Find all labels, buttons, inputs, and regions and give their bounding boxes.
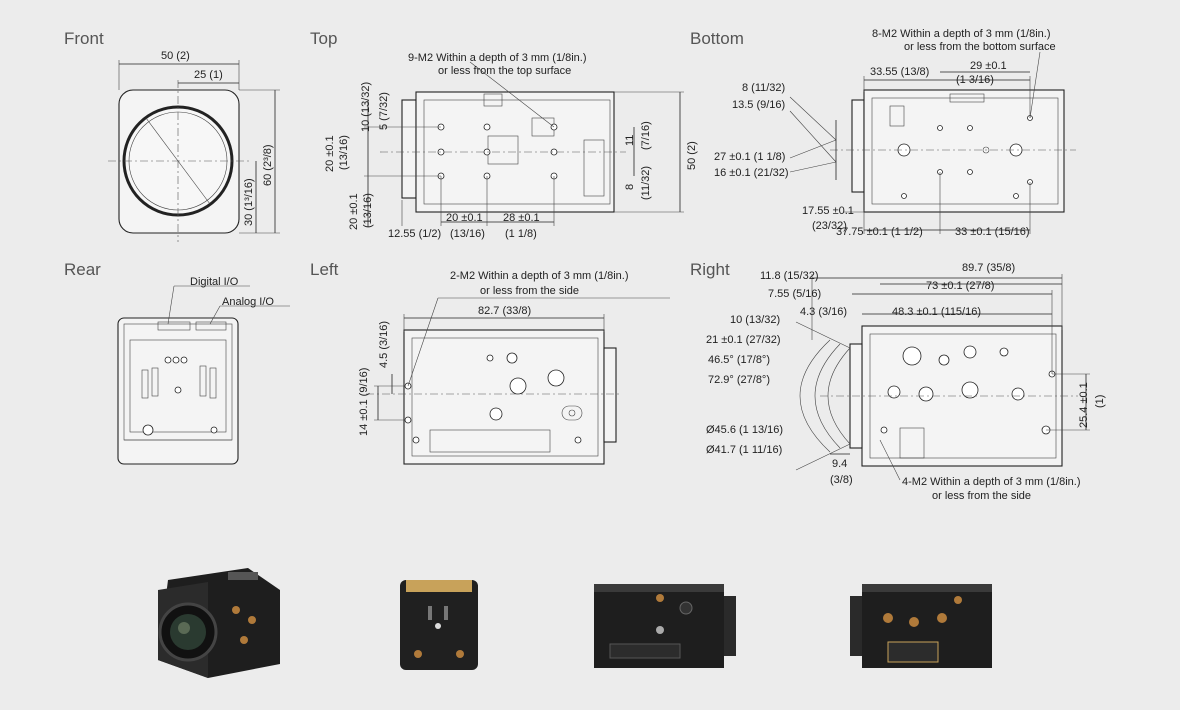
front-view-drawing — [108, 60, 280, 242]
dim-top-5: 5 (7/32) — [378, 92, 390, 130]
right-note-line2: or less from the side — [932, 490, 1032, 502]
dim-right-254: 25.4 ±0.1 — [1078, 382, 1090, 428]
dim-top-10: 10 (13/32) — [360, 81, 372, 132]
dim-front-width: 50 (2) — [161, 50, 190, 62]
right-note-line1: 4-M2 Within a depth of 3 mm (1/8in.) — [902, 476, 1081, 488]
dim-right-94: 9.4 — [832, 458, 848, 470]
bottom-note-line2: or less from the bottom surface — [904, 41, 1056, 53]
dim-top-11: 11 — [624, 134, 636, 146]
left-note-line2: or less from the side — [480, 285, 580, 297]
dim-top-20b-frac: (13/16) — [362, 193, 374, 228]
rear-digital-io-label: Digital I/O — [190, 276, 239, 288]
top-note-line2: or less from the top surface — [438, 65, 572, 77]
view-title-right: Right — [690, 260, 730, 279]
dim-right-94-frac: (3/8) — [830, 474, 853, 486]
dim-top-h20: 20 ±0.1 — [446, 212, 483, 224]
dim-right-755: 7.55 (5/16) — [768, 288, 822, 300]
view-title-rear: Rear — [64, 260, 101, 279]
dim-front-half-height: 30 (1³/16) — [243, 178, 255, 226]
dim-top-20b: 20 ±0.1 — [348, 193, 360, 230]
dim-right-21: 21 ±0.1 (27/32) — [706, 334, 781, 346]
dim-bottom-29-frac: (1 3/16) — [956, 74, 994, 86]
dim-left-45: 4.5 (3/16) — [378, 320, 390, 368]
right-view-drawing — [795, 274, 1090, 481]
dim-bottom-8: 8 (11/32) — [742, 82, 786, 94]
dim-top-h28: 28 ±0.1 — [503, 212, 540, 224]
dim-right-897: 89.7 (35/8) — [962, 262, 1016, 274]
dim-bottom-16: 16 ±0.1 (21/32) — [714, 167, 789, 179]
left-view-drawing — [366, 297, 670, 465]
dim-right-254-frac: (1) — [1094, 394, 1106, 408]
dim-bottom-27: 27 ±0.1 (1 1/8) — [714, 151, 786, 163]
view-title-top: Top — [310, 29, 338, 48]
dim-top-20a: 20 ±0.1 — [324, 135, 336, 172]
dim-right-483: 48.3 ±0.1 (115/16) — [892, 306, 982, 318]
dim-bottom-29: 29 ±0.1 — [970, 60, 1007, 72]
dim-left-827: 82.7 (33/8) — [478, 305, 532, 317]
camera-photo-front-angle — [158, 568, 280, 678]
dim-right-417: Ø41.7 (1 11/16) — [706, 444, 783, 456]
camera-photo-right — [850, 584, 992, 668]
camera-photo-left — [594, 584, 736, 668]
dim-top-8-frac: (11/32) — [640, 165, 652, 200]
dim-right-73: 73 ±0.1 (27/8) — [926, 280, 995, 292]
dim-bottom-3775: 37.75 ±0.1 (1 1/2) — [836, 226, 923, 238]
dim-left-14: 14 ±0.1 (9/16) — [358, 367, 370, 436]
dim-bottom-1755-frac: (23/32) — [812, 220, 847, 232]
dim-right-118: 11.8 (15/32) — [760, 270, 819, 282]
top-note-line1: 9-M2 Within a depth of 3 mm (1/8in.) — [408, 52, 587, 64]
dim-bottom-1755: 17.55 ±0.1 — [802, 205, 854, 217]
left-note-line1: 2-M2 Within a depth of 3 mm (1/8in.) — [450, 270, 629, 282]
top-view-drawing — [364, 61, 684, 227]
dim-front-height: 60 (2³/8) — [262, 144, 274, 186]
dim-bottom-3355: 33.55 (13/8) — [870, 66, 930, 78]
view-title-bottom: Bottom — [690, 29, 744, 48]
dim-top-h20-frac: (13/16) — [450, 228, 485, 240]
dim-right-465: 46.5° (17/8°) — [708, 354, 770, 366]
view-title-left: Left — [310, 260, 339, 279]
dim-bottom-135: 13.5 (9/16) — [732, 99, 786, 111]
dim-top-20a-frac: (13/16) — [338, 135, 350, 170]
view-title-front: Front — [64, 29, 104, 48]
dim-right-10: 10 (13/32) — [730, 314, 781, 326]
bottom-note-line1: 8-M2 Within a depth of 3 mm (1/8in.) — [872, 28, 1051, 40]
dim-top-h28-frac: (1 1/8) — [505, 228, 537, 240]
dim-top-1255: 12.55 (1/2) — [388, 228, 442, 240]
dim-top-11-frac: (7/16) — [640, 121, 652, 150]
dim-right-456: Ø45.6 (1 13/16) — [706, 424, 784, 436]
dim-front-half-width: 25 (1) — [194, 69, 223, 81]
dim-top-50: 50 (2) — [686, 141, 698, 170]
rear-analog-io-label: Analog I/O — [222, 296, 274, 308]
dim-right-729: 72.9° (27/8°) — [708, 374, 770, 386]
bottom-view-drawing — [789, 51, 1076, 234]
dim-bottom-33: 33 ±0.1 (15/16) — [955, 226, 1030, 238]
dim-top-8: 8 — [624, 183, 636, 190]
dim-right-43: 4.3 (3/16) — [800, 306, 848, 318]
camera-photo-rear — [400, 580, 478, 670]
rear-view-drawing — [117, 285, 290, 465]
